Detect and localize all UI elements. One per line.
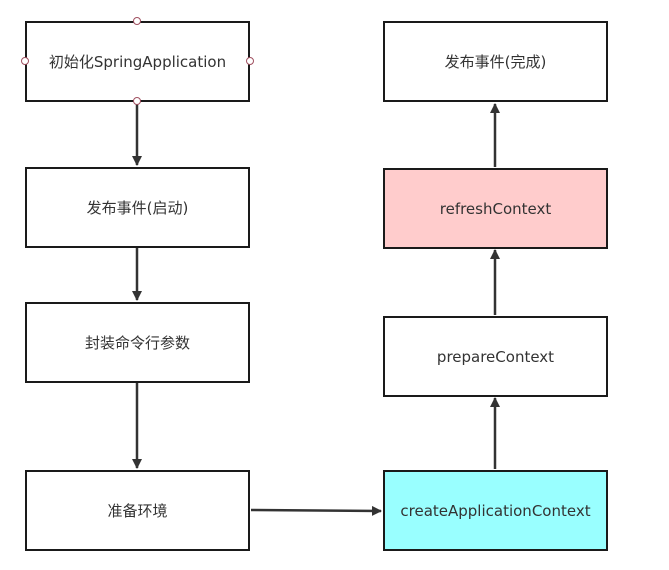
node-prepare-context[interactable]: prepareContext xyxy=(383,316,608,397)
node-label: createApplicationContext xyxy=(400,501,591,520)
node-publish-event-done[interactable]: 发布事件(完成) xyxy=(383,21,608,102)
node-publish-event-start[interactable]: 发布事件(启动) xyxy=(25,167,250,248)
node-label: 准备环境 xyxy=(107,502,168,520)
node-label: 发布事件(完成) xyxy=(444,53,547,71)
arrow-prepare-env-to-create-ctx xyxy=(250,505,382,516)
node-label: 初始化SpringApplication xyxy=(48,53,227,71)
node-prepare-environment[interactable]: 准备环境 xyxy=(25,470,250,551)
selection-handle-bottom[interactable] xyxy=(133,97,141,105)
node-create-application-context[interactable]: createApplicationContext xyxy=(383,470,608,551)
node-label: refreshContext xyxy=(439,199,552,218)
node-label: 发布事件(启动) xyxy=(86,199,189,217)
node-label: prepareContext xyxy=(436,347,555,366)
selection-handle-left[interactable] xyxy=(21,57,29,65)
selection-handle-right[interactable] xyxy=(246,57,254,65)
node-label: 封装命令行参数 xyxy=(84,334,190,352)
node-init-spring-application[interactable]: 初始化SpringApplication xyxy=(25,21,250,102)
selection-handle-top[interactable] xyxy=(133,17,141,25)
node-refresh-context[interactable]: refreshContext xyxy=(383,168,608,249)
node-wrap-command-line-args[interactable]: 封装命令行参数 xyxy=(25,302,250,383)
